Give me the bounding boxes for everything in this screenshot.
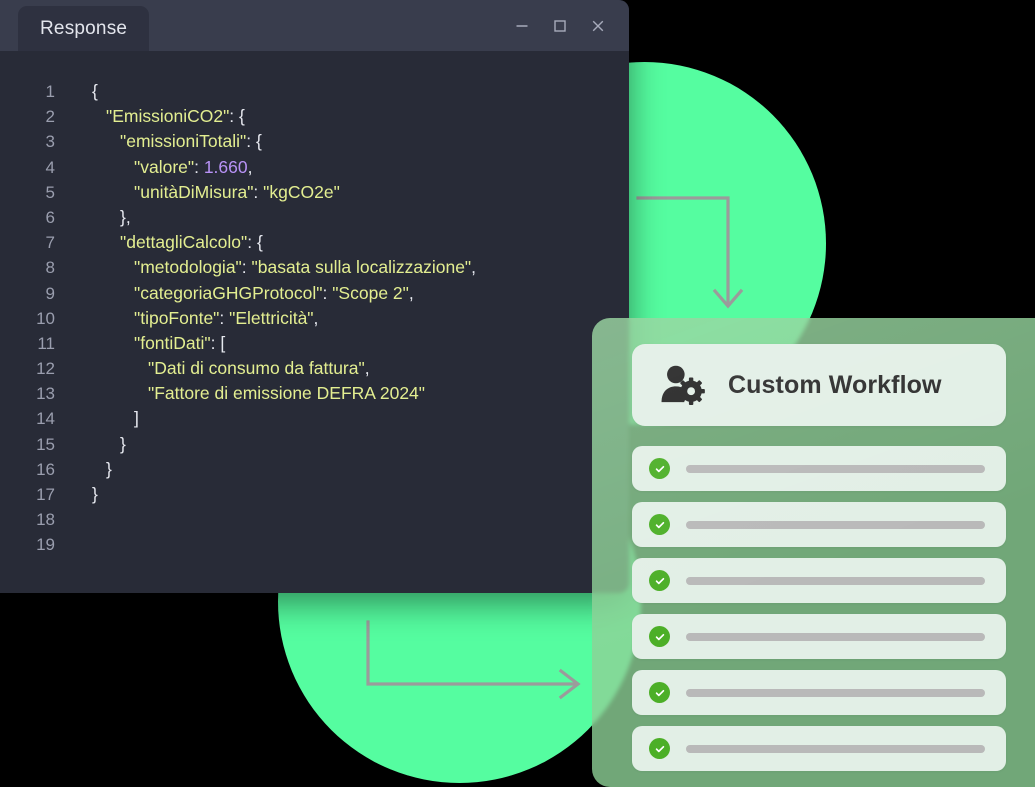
code-line: 6}, <box>0 205 629 230</box>
custom-workflow-card: Custom Workflow <box>592 318 1035 787</box>
check-circle-icon <box>649 626 670 647</box>
workflow-row[interactable] <box>632 502 1006 547</box>
workflow-row-placeholder-bar <box>686 576 985 585</box>
workflow-row[interactable] <box>632 446 1006 491</box>
code-line-text: "dettagliCalcolo": { <box>120 232 263 253</box>
code-line: 16} <box>0 457 629 482</box>
code-line-text: "categoriaGHGProtocol": "Scope 2", <box>134 282 414 303</box>
code-line-text: } <box>120 433 126 454</box>
code-line-text: } <box>92 484 98 504</box>
code-line: 4 "valore": 1.660, <box>0 155 629 180</box>
tab-response[interactable]: Response <box>18 6 150 51</box>
code-line-text: "tipoFonte": "Elettricità", <box>134 307 319 328</box>
line-number: 2 <box>45 107 55 127</box>
code-line: 19 <box>0 532 629 557</box>
code-line-text: }, <box>120 206 131 227</box>
user-gear-icon <box>661 365 705 405</box>
check-circle-icon <box>649 458 670 479</box>
code-line: 14] <box>0 406 629 431</box>
code-line: 7 "dettagliCalcolo": { <box>0 230 629 255</box>
workflow-row-placeholder-bar <box>686 688 985 697</box>
line-number: 10 <box>36 308 55 328</box>
line-number: 3 <box>45 132 55 152</box>
close-button[interactable] <box>583 11 613 41</box>
code-line-text: "emissioniTotali": { <box>120 131 262 152</box>
code-line: 5 "unitàDiMisura": "kgCO2e" <box>0 180 629 205</box>
line-number: 14 <box>36 409 55 429</box>
line-number: 13 <box>36 384 55 404</box>
workflow-row[interactable] <box>632 726 1006 771</box>
check-circle-icon <box>649 738 670 759</box>
check-circle-icon <box>649 570 670 591</box>
code-line-text: } <box>106 458 112 479</box>
code-line: 2 "EmissioniCO2": { <box>0 104 629 129</box>
code-line-text: "fontiDati": [ <box>134 332 226 353</box>
tab-label: Response <box>40 17 128 39</box>
arrow-down-elbow-icon <box>636 196 744 309</box>
line-number: 4 <box>45 157 55 177</box>
code-line-text: ] <box>134 408 139 429</box>
code-line: 1{ <box>0 79 629 104</box>
code-line: 13 "Fattore di emissione DEFRA 2024" <box>0 381 629 406</box>
code-line-text: { <box>92 81 98 101</box>
maximize-button[interactable] <box>545 11 575 41</box>
code-line: 17} <box>0 482 629 507</box>
code-line-text: "metodologia": "basata sulla localizzazi… <box>134 257 477 278</box>
code-line: 15} <box>0 432 629 457</box>
code-line-text: "EmissioniCO2": { <box>106 106 245 127</box>
line-number: 19 <box>36 535 55 555</box>
code-line-text: "Fattore di emissione DEFRA 2024" <box>148 383 425 404</box>
code-window: Response <box>0 0 629 593</box>
line-number: 7 <box>45 233 55 253</box>
line-number: 5 <box>45 182 55 202</box>
code-lines: 1{2"EmissioniCO2": {3"emissioniTotali": … <box>0 79 629 558</box>
workflow-title: Custom Workflow <box>728 370 942 399</box>
line-number: 8 <box>45 258 55 278</box>
workflow-rows <box>632 446 1006 782</box>
workflow-row[interactable] <box>632 614 1006 659</box>
code-line-text: "valore": 1.660, <box>134 156 253 177</box>
check-circle-icon <box>649 682 670 703</box>
code-line: 18 <box>0 507 629 532</box>
code-line: 10 "tipoFonte": "Elettricità", <box>0 306 629 331</box>
check-circle-icon <box>649 514 670 535</box>
code-line: 11 "fontiDati": [ <box>0 331 629 356</box>
code-line-text: "unitàDiMisura": "kgCO2e" <box>134 181 340 202</box>
maximize-icon <box>554 19 566 32</box>
line-number: 15 <box>36 434 55 454</box>
code-line: 3 "emissioniTotali": { <box>0 129 629 154</box>
workflow-row-placeholder-bar <box>686 632 985 641</box>
line-number: 6 <box>45 207 55 227</box>
code-line: 12 "Dati di consumo da fattura", <box>0 356 629 381</box>
code-line-text: "Dati di consumo da fattura", <box>148 358 370 379</box>
line-number: 17 <box>36 485 55 504</box>
line-number: 16 <box>36 459 55 479</box>
workflow-row[interactable] <box>632 558 1006 603</box>
window-controls <box>507 0 613 51</box>
minimize-button[interactable] <box>507 11 537 41</box>
minimize-icon <box>516 24 528 27</box>
workflow-row[interactable] <box>632 670 1006 715</box>
line-number: 1 <box>45 82 55 101</box>
line-number: 11 <box>37 333 55 353</box>
line-number: 12 <box>36 359 55 379</box>
close-icon <box>592 20 604 31</box>
arrow-right-elbow-icon <box>366 620 581 700</box>
code-line: 8 "metodologia": "basata sulla localizzaz… <box>0 255 629 280</box>
line-number: 9 <box>45 283 55 303</box>
workflow-row-placeholder-bar <box>686 744 985 753</box>
workflow-row-placeholder-bar <box>686 464 985 473</box>
code-line: 9 "categoriaGHGProtocol": "Scope 2", <box>0 281 629 306</box>
line-number: 18 <box>36 510 55 530</box>
window-title-bar: Response <box>0 0 629 51</box>
workflow-header: Custom Workflow <box>632 344 1006 426</box>
code-editor-body[interactable]: 1{2"EmissioniCO2": {3"emissioniTotali": … <box>0 51 629 593</box>
workflow-row-placeholder-bar <box>686 520 985 529</box>
